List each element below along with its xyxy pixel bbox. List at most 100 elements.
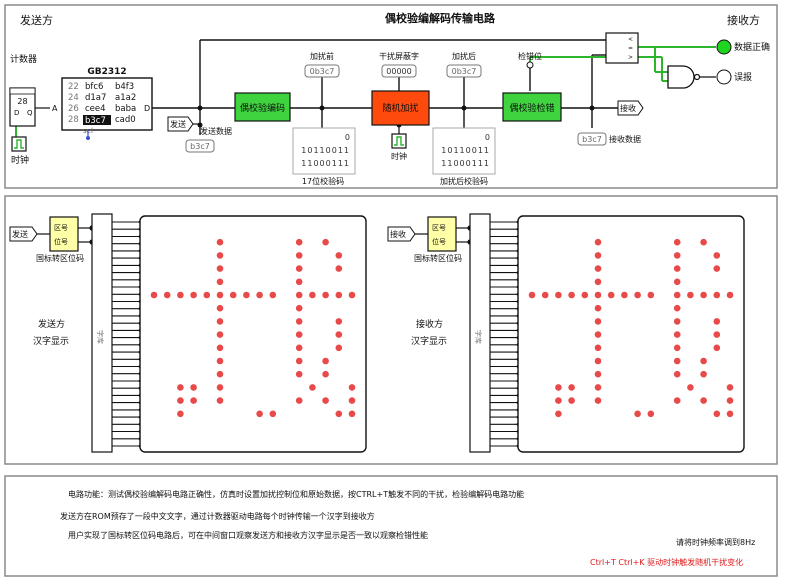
recv-tag	[617, 100, 644, 116]
rom-cell: cad0	[115, 115, 136, 125]
recv-data-label: 接收数据	[609, 134, 641, 144]
after-code-probe	[432, 127, 496, 175]
send-tag-label: 发送	[170, 119, 186, 129]
before-value: 0b3c7	[310, 67, 335, 76]
matrix-dot	[647, 410, 655, 418]
matrix-dot	[322, 370, 329, 378]
matrix-dot	[295, 397, 303, 404]
noise-clock-wave-icon	[394, 136, 404, 146]
matrix-dot	[150, 291, 158, 299]
matrix-dot	[322, 357, 329, 365]
send-tag	[167, 116, 194, 132]
matrix-dot	[335, 344, 343, 352]
matrix-dot	[594, 238, 602, 246]
matrix-dot	[203, 291, 211, 299]
correct-label: 数据正确	[734, 41, 770, 53]
matrix-dot	[700, 370, 707, 378]
before-label: 加扰前	[310, 51, 334, 61]
matrix-dot	[335, 318, 343, 325]
receiver-dot-matrix	[528, 238, 734, 418]
top-title: 偶校验编解码传输电路	[385, 11, 496, 25]
matrix-dot	[335, 291, 343, 299]
matrix-dot	[335, 252, 343, 259]
sender-matrix-frame	[139, 215, 367, 453]
rom-cell: b4f3	[115, 82, 134, 92]
matrix-dot	[673, 397, 681, 404]
matrix-dot	[700, 397, 707, 404]
matrix-dot	[713, 252, 721, 259]
receiver-display-label: 接收方	[416, 318, 443, 330]
matrix-dot	[269, 291, 277, 299]
comparator-gt: >	[628, 54, 633, 61]
matrix-dot	[594, 357, 602, 365]
after-label: 加扰后	[452, 51, 476, 61]
matrix-dot	[700, 357, 707, 365]
matrix-dot	[700, 238, 707, 246]
matrix-dot	[594, 384, 602, 391]
and-gate-icon	[667, 65, 695, 89]
matrix-dot	[216, 344, 224, 352]
matrix-dot	[634, 291, 641, 299]
matrix-dot	[726, 384, 734, 391]
matrix-dot	[673, 344, 681, 352]
after-code-bit: 0	[485, 133, 490, 142]
sender-font-label: 字库	[96, 330, 105, 344]
rom-addr: 22	[68, 82, 79, 92]
matrix-dot	[541, 291, 549, 299]
matrix-dot	[673, 291, 681, 299]
sender-display-label2: 汉字显示	[33, 335, 69, 347]
matrix-dot	[322, 238, 329, 246]
matrix-dot	[594, 265, 602, 272]
error-label: 误报	[734, 71, 752, 83]
matrix-dot	[726, 410, 734, 418]
matrix-dot	[687, 384, 694, 391]
sender-dot-matrix	[150, 238, 356, 418]
rom-port-d: D	[144, 104, 150, 113]
clock-wave-icon	[14, 139, 24, 149]
matrix-dot	[673, 278, 681, 286]
matrix-dot	[269, 410, 277, 418]
rom-addr: 26	[68, 104, 79, 114]
matrix-dot	[673, 265, 681, 272]
matrix-dot	[190, 384, 197, 391]
matrix-dot	[713, 291, 721, 299]
noise-clock-button[interactable]	[391, 133, 407, 149]
noise-clock-label: 时钟	[391, 151, 407, 161]
noise-label: 随机加扰	[382, 102, 418, 114]
matrix-dot	[713, 265, 721, 272]
clock-button[interactable]	[11, 136, 27, 152]
matrix-dot	[216, 357, 224, 365]
matrix-dot	[216, 384, 224, 391]
matrix-dot	[216, 318, 224, 325]
matrix-dot	[555, 410, 562, 418]
matrix-dot	[295, 331, 303, 338]
matrix-dot	[216, 304, 224, 312]
matrix-dot	[555, 397, 562, 404]
matrix-dot	[555, 291, 562, 299]
after-code-label: 加扰后校验码	[440, 176, 488, 186]
rom-cell-selected: b3c7	[85, 116, 106, 126]
matrix-dot	[295, 291, 303, 299]
send-data-probe	[185, 139, 215, 153]
receiver-font-rom	[469, 213, 491, 453]
sender-panel-tag-label: 发送	[12, 229, 28, 239]
matrix-dot	[295, 265, 303, 272]
noise-mask-label: 干扰屏蔽字	[379, 51, 419, 61]
comparator-lt: <	[628, 36, 633, 43]
noise-mask-input[interactable]	[381, 64, 417, 78]
checker-label: 偶校验检错	[509, 102, 554, 114]
matrix-dot	[673, 238, 681, 246]
matrix-dot	[348, 291, 356, 299]
info-line3: 用户实现了国标转区位码电路后，可在中间窗口观察发送方和接收方汉字显示是否一致以观…	[68, 530, 428, 540]
matrix-dot	[634, 410, 641, 418]
info-line1: 电路功能：测试偶校验编解码电路正确性，仿真时设置加扰控制位和原始数据，按CTRL…	[68, 489, 524, 499]
after-code-bit: 10110011	[441, 146, 490, 155]
receiver-converter-line: 区号	[432, 224, 446, 232]
matrix-dot	[726, 291, 734, 299]
matrix-dot	[256, 291, 263, 299]
matrix-dot	[216, 278, 224, 286]
error-bit-led	[526, 61, 534, 69]
receiver-display-label2: 汉字显示	[411, 335, 447, 347]
wires-active	[15, 46, 716, 141]
matrix-dot	[295, 357, 303, 365]
